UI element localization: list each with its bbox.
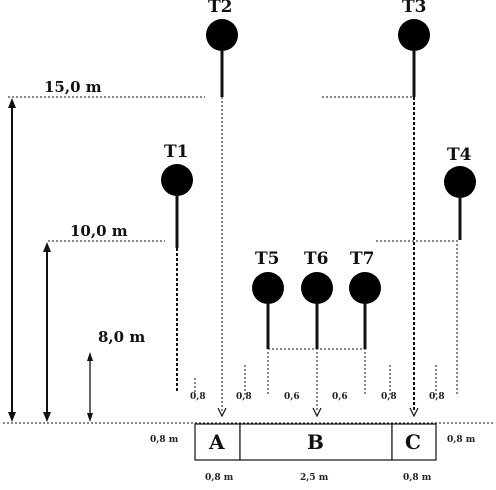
- tree-label-t7: T7: [350, 249, 374, 269]
- gap-label: 0,8: [190, 392, 206, 402]
- tree-label-t4: T4: [447, 145, 472, 165]
- gap-label: 0,6: [332, 392, 348, 402]
- tree-label-t5: T5: [255, 249, 279, 269]
- height-15-label: 15,0 m: [44, 78, 102, 96]
- box-c-width-label: 0,8 m: [403, 473, 432, 483]
- tree-t4: T4: [444, 145, 476, 394]
- tree-label-t2: T2: [208, 0, 232, 17]
- tree-label-t3: T3: [402, 0, 426, 17]
- right-side-label: 0,8 m: [447, 435, 476, 445]
- tree-t1: T1: [161, 142, 193, 392]
- height-10-arrow: [43, 242, 51, 422]
- tree-t2: T2: [206, 0, 238, 418]
- box-c-label: C: [405, 430, 421, 454]
- box-a-label: A: [208, 430, 225, 454]
- box-a-width-label: 0,8 m: [205, 473, 234, 483]
- gap-label: 0,6: [284, 392, 300, 402]
- gap-label: 0,8: [381, 392, 397, 402]
- height-8-label: 8,0 m: [98, 328, 145, 346]
- left-side-label: 0,8 m: [150, 435, 179, 445]
- box-row: A B C: [194, 423, 437, 461]
- height-10-label: 10,0 m: [70, 222, 128, 240]
- tree-label-t6: T6: [304, 249, 328, 269]
- tree-t6: T6: [301, 249, 333, 418]
- height-8-arrow: [87, 352, 93, 422]
- tree-t7: T7: [349, 249, 381, 395]
- height-15-arrow: [8, 98, 16, 422]
- box-b-width-label: 2,5 m: [300, 473, 329, 483]
- tree-t3: T3: [398, 0, 430, 418]
- box-c: [391, 423, 437, 461]
- gap-label: 0,8: [236, 392, 252, 402]
- box-b-label: B: [307, 430, 324, 454]
- box-b: [239, 423, 393, 461]
- gap-label: 0,8: [429, 392, 445, 402]
- box-a: [194, 423, 241, 461]
- tree-t5: T5: [252, 249, 284, 395]
- tree-label-t1: T1: [164, 142, 188, 162]
